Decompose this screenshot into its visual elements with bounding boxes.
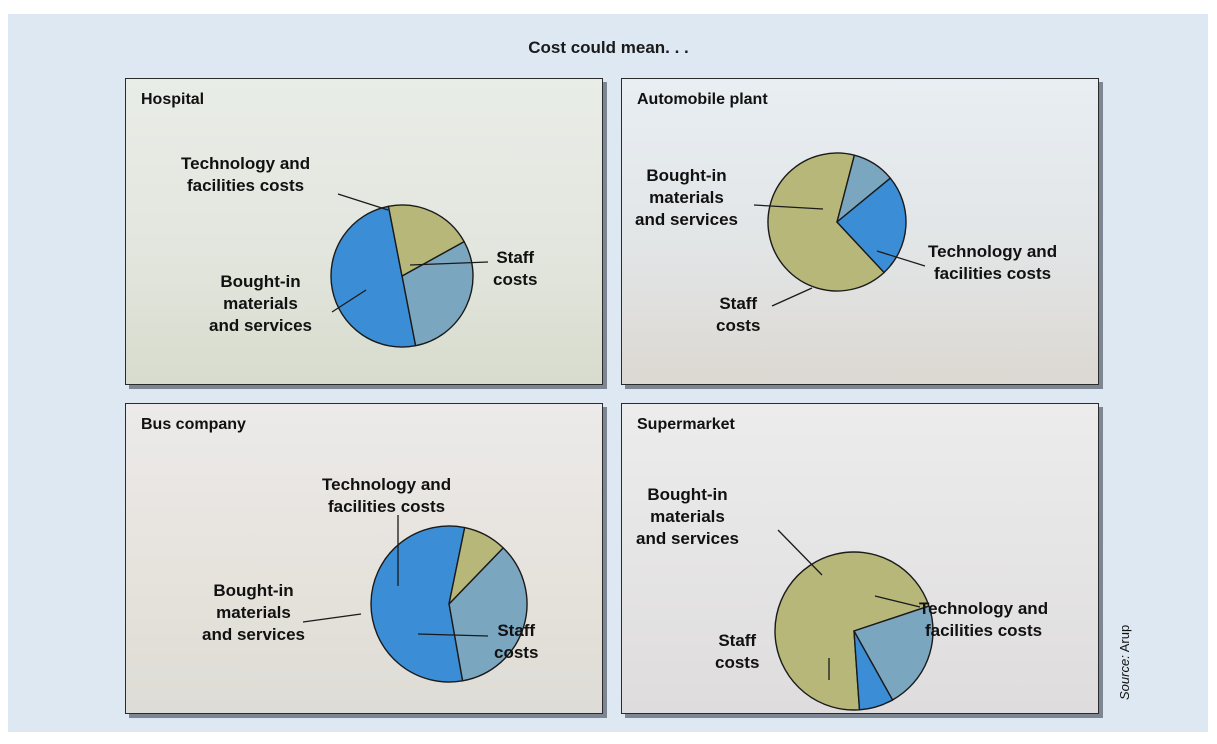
panel-title-bus-company: Bus company [141,416,246,433]
pie-slice-technology [401,240,474,347]
leader-line [876,250,926,267]
leader-line [417,633,489,637]
leader-line [874,595,921,608]
leader-line [409,261,489,266]
leader-line [302,613,362,623]
panel-title-automobile-plant: Automobile plant [637,91,768,108]
leader-line [337,193,389,211]
leader-line [331,289,367,313]
pie-slice-bought-in [774,551,930,711]
hospital-pie-chart [330,193,489,348]
leader-line [777,529,823,576]
pie-slice-bought-in [387,204,465,277]
pie-slice-staff [330,205,417,348]
pie-slice-technology [853,605,934,701]
panel-title-hospital: Hospital [141,91,205,108]
bus-pie-chart [302,515,528,683]
pie-slice-technology [448,547,528,682]
figure-title: Cost could mean. . . [528,38,689,57]
supermarket-pie-chart [774,529,934,711]
pie-slice-bought-in [448,526,504,605]
leader-line [753,204,824,210]
source-credit: Source: Arup [1117,624,1132,700]
pie-slice-bought-in [767,152,885,292]
pie-slice-staff [370,525,466,683]
panel-title-supermarket: Supermarket [637,416,735,433]
automobile-pie-chart [753,152,926,307]
pie-slice-staff [853,630,894,711]
pie-slice-staff [836,177,907,274]
leader-line [771,287,813,307]
